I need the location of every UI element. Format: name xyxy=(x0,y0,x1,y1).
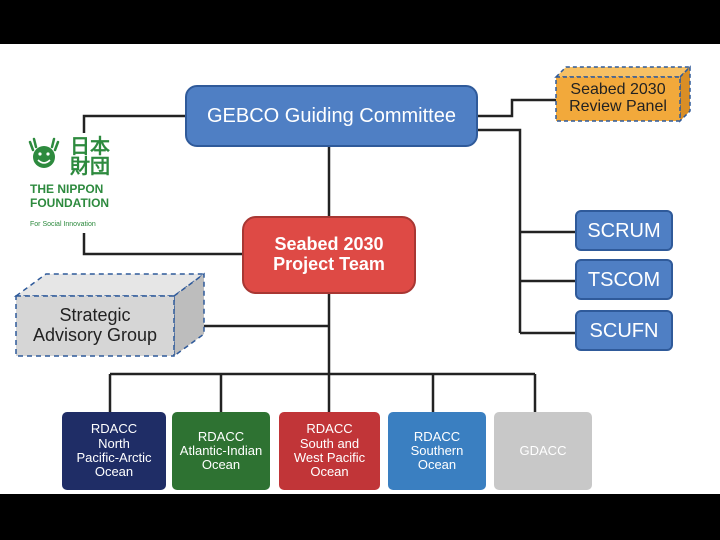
centre-gdacc: GDACC xyxy=(494,412,592,490)
centre-line: Ocean xyxy=(94,464,134,480)
subcommittee-scufn: SCUFN xyxy=(575,310,673,351)
org-chart: 日本財団 THE NIPPON FOUNDATION For Social In… xyxy=(0,44,720,494)
review-panel-line2: Review Panel xyxy=(569,98,667,115)
centre-south-west-pacific: RDACC South and West Pacific Ocean xyxy=(279,412,380,490)
subcommittee-tscom: TSCOM xyxy=(575,259,673,300)
centre-line: Ocean xyxy=(201,457,241,473)
advisory-group-line2: Advisory Group xyxy=(32,325,158,345)
centre-north-pacific-arctic: RDACC North Pacific-Arctic Ocean xyxy=(62,412,166,490)
centre-line: Pacific-Arctic xyxy=(76,450,152,465)
review-panel-box xyxy=(554,65,692,123)
project-team-line2: Project Team xyxy=(273,254,385,274)
review-panel-label: Seabed 2030 Review Panel xyxy=(556,77,680,121)
centre-line: North xyxy=(98,435,130,451)
centre-line: RDACC xyxy=(90,421,138,437)
nippon-foundation-logo-icon xyxy=(28,137,60,168)
connector-lines xyxy=(13,65,692,412)
logo-tagline: For Social Innovation xyxy=(30,221,96,228)
advisory-group-line1: Strategic xyxy=(59,305,131,326)
subcommittee-label: TSCOM xyxy=(587,268,661,291)
centre-atlantic-indian: RDACC Atlantic-Indian Ocean xyxy=(172,412,270,490)
centre-line: RDACC xyxy=(413,428,461,444)
gebco-guiding-committee: GEBCO Guiding Committee xyxy=(185,85,478,147)
subcommittee-scrum: SCRUM xyxy=(575,210,673,251)
centre-line: RDACC xyxy=(306,421,353,437)
review-panel-line1: Seabed 2030 xyxy=(570,81,666,99)
bottom-letterbox xyxy=(0,494,720,540)
top-letterbox xyxy=(0,0,720,44)
centre-line: Ocean xyxy=(417,457,457,473)
centre-line: Ocean xyxy=(310,464,349,480)
logo-name-line2: FOUNDATION xyxy=(30,196,110,211)
logo-name: THE NIPPON FOUNDATION xyxy=(30,182,130,211)
committee-label: GEBCO Guiding Committee xyxy=(207,105,456,127)
centre-southern-ocean: RDACC Southern Ocean xyxy=(388,412,486,490)
centre-line: Southern xyxy=(410,442,464,458)
centre-line: RDACC xyxy=(197,428,245,444)
advisory-group-label: Strategic Advisory Group xyxy=(16,296,174,356)
project-team: Seabed 2030 Project Team xyxy=(242,216,416,294)
logo-name-line1: THE NIPPON xyxy=(30,182,104,196)
logo-kanji: 日本財団 xyxy=(70,136,110,178)
centre-line: South and xyxy=(299,435,360,451)
subcommittee-label: SCRUM xyxy=(587,219,661,242)
project-team-line1: Seabed 2030 xyxy=(274,234,384,255)
advisory-group-box xyxy=(13,272,207,358)
centre-line: GDACC xyxy=(519,442,567,458)
subcommittee-label: SCUFN xyxy=(589,319,659,342)
centre-line: Atlantic-Indian xyxy=(179,442,263,458)
centre-line: West Pacific xyxy=(293,450,366,465)
